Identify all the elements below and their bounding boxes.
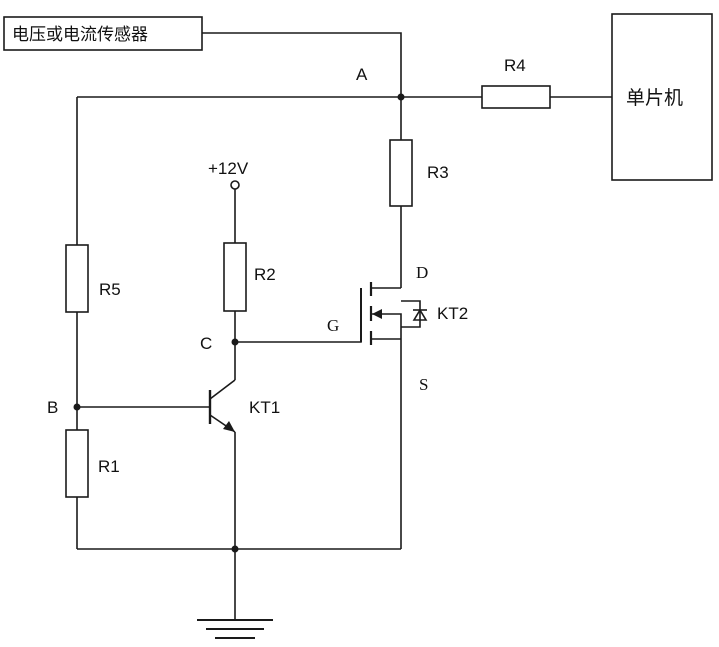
mcu-label: 单片机 bbox=[626, 87, 683, 109]
node-c-label: C bbox=[200, 334, 212, 353]
source-label: S bbox=[419, 375, 428, 394]
drain-label: D bbox=[416, 263, 428, 282]
kt1-collector bbox=[209, 379, 236, 400]
kt2-diode-triangle bbox=[412, 308, 428, 321]
kt1-label: KT1 bbox=[249, 398, 280, 417]
resistor-r3 bbox=[389, 139, 413, 207]
supply-label: +12V bbox=[208, 159, 249, 178]
node-b-label: B bbox=[47, 398, 58, 417]
kt2-body-arrow bbox=[372, 309, 382, 319]
sensor-label: 电压或电流传感器 bbox=[12, 25, 148, 45]
node-a-label: A bbox=[356, 65, 368, 84]
transistor-kt1 bbox=[208, 379, 236, 433]
labels: A B C +12V R4 R3 R2 R5 R1 KT1 KT2 D G S bbox=[47, 56, 526, 476]
transistor-kt2 bbox=[360, 282, 428, 345]
resistor-r4 bbox=[481, 85, 551, 109]
r5-label: R5 bbox=[99, 280, 121, 299]
resistor-r2 bbox=[223, 242, 247, 312]
mcu-box bbox=[611, 13, 713, 181]
ground-symbol bbox=[197, 619, 273, 639]
r1-label: R1 bbox=[98, 457, 120, 476]
mcu-block: 单片机 bbox=[611, 13, 713, 181]
resistor-r1 bbox=[65, 429, 89, 498]
wires bbox=[76, 32, 612, 620]
kt2-label: KT2 bbox=[437, 304, 468, 323]
resistor-r5 bbox=[65, 244, 89, 313]
sensor-block: 电压或电流传感器 bbox=[3, 16, 203, 51]
kt2-diode-rail bbox=[401, 300, 421, 328]
kt1-emitter-arrow bbox=[223, 421, 235, 432]
junctions bbox=[73, 93, 405, 553]
r3-label: R3 bbox=[427, 163, 449, 182]
wire-sensor-to-a bbox=[202, 32, 402, 97]
r2-label: R2 bbox=[254, 265, 276, 284]
junction-a bbox=[397, 93, 405, 101]
junction-c bbox=[231, 338, 239, 346]
junction-ground bbox=[231, 545, 239, 553]
supply-terminal bbox=[230, 180, 240, 190]
sensor-box bbox=[3, 16, 203, 51]
junction-b bbox=[73, 403, 81, 411]
kt2-body-link bbox=[371, 313, 402, 339]
wire-c-to-gate bbox=[235, 288, 362, 343]
gate-label: G bbox=[327, 316, 339, 335]
r4-label: R4 bbox=[504, 56, 526, 75]
